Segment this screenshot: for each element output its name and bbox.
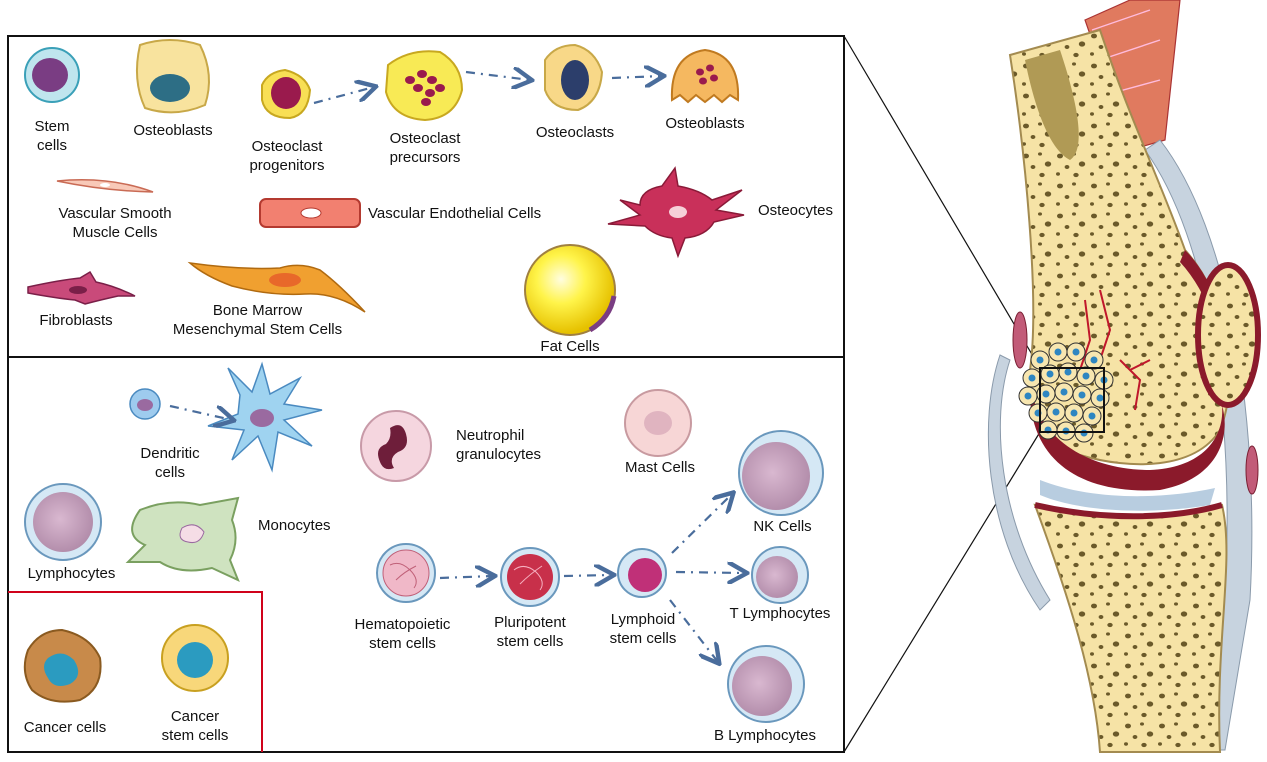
label-osteoclast-precursors: Osteoclast precursors — [370, 129, 480, 167]
vascular-smooth-muscle-icon — [56, 179, 154, 193]
label-fibroblasts: Fibroblasts — [39, 312, 113, 329]
label-stem-cells-line2: cells — [36, 137, 67, 154]
label-cancer-cells: Cancer cells — [23, 719, 107, 736]
osteocyte-icon — [607, 166, 745, 259]
pluripotent-stem-cell-icon — [500, 547, 560, 607]
label-dendritic: Dendritic cells — [120, 444, 220, 482]
arrow-lymphoid-to-nk — [671, 494, 732, 554]
zoom-line-top — [843, 35, 1041, 369]
label-pluripotent-line1: Pluripotent — [494, 614, 566, 631]
label-lymphoid: Lymphoid stem cells — [593, 610, 693, 648]
label-monocytes: Monocytes — [258, 517, 331, 534]
label-osteoclasts: Osteoclasts — [535, 124, 615, 141]
label-osteoblasts-2: Osteoblasts — [665, 115, 745, 132]
label-dendritic-line1: Dendritic — [140, 445, 200, 462]
t-lymphocyte-icon — [751, 546, 809, 604]
label-pluripotent: Pluripotent stem cells — [475, 613, 585, 651]
label-hematopoietic-line2: stem cells — [369, 635, 436, 652]
label-bmsc-line1: Bone Marrow — [212, 302, 303, 319]
osteoblast-dome-icon — [670, 48, 740, 104]
hematopoietic-stem-cell-icon — [376, 543, 436, 603]
lymphocyte-icon — [24, 483, 102, 561]
label-b-lymphocytes: B Lymphocytes — [714, 727, 816, 744]
arrow-pluripotent-to-lymphoid — [563, 575, 612, 576]
label-cancer-stem-line2: stem cells — [161, 727, 229, 744]
arrow-hematopoietic-to-pluripotent — [439, 576, 493, 578]
label-cancer-stem-line1: Cancer — [170, 708, 220, 725]
label-pluripotent-line2: stem cells — [496, 633, 564, 650]
label-bmsc: Bone Marrow Mesenchymal Stem Cells — [160, 301, 355, 339]
monocyte-icon — [125, 496, 240, 582]
fat-cell-icon — [524, 244, 617, 336]
osteoclast-precursor-icon — [384, 50, 464, 122]
b-lymphocyte-icon — [727, 645, 805, 723]
label-neutrophil-line2: granulocytes — [456, 446, 542, 463]
label-vsm-line1: Vascular Smooth — [58, 205, 172, 222]
label-dendritic-line2: cells — [154, 464, 185, 481]
cancer-region-frame — [8, 591, 263, 752]
label-osteoclast-progenitors: Osteoclast progenitors — [232, 137, 342, 175]
label-hematopoietic: Hematopoietic stem cells — [340, 615, 465, 653]
label-vsm-line2: Muscle Cells — [72, 224, 158, 241]
arrows-group — [169, 72, 745, 662]
fibroblast-icon — [27, 270, 136, 305]
label-stem-cells-line1: Stem — [34, 118, 70, 135]
arrow-dendritic — [169, 404, 232, 420]
label-mast-cells: Mast Cells — [624, 459, 695, 476]
osteoclast-icon — [544, 43, 604, 112]
label-osteoclast-precursors-line2: precursors — [389, 149, 461, 166]
label-neutrophil: Neutrophil granulocytes — [456, 426, 541, 464]
bmsc-icon — [187, 261, 366, 313]
cancer-stem-cell-icon — [161, 624, 229, 692]
label-lymphoid-line2: stem cells — [609, 630, 677, 647]
stem-cell-icon — [24, 47, 80, 103]
osteoclast-progenitor-icon — [261, 68, 312, 120]
arrow-precursor-to-osteoclast — [465, 72, 530, 80]
arrow-progenitor-to-precursor — [313, 87, 374, 105]
mast-cell-icon — [624, 389, 692, 457]
arrow-lymphoid-to-t — [675, 572, 745, 573]
label-stem-cells: Stem cells — [22, 117, 82, 155]
label-fat-cells: Fat Cells — [540, 338, 600, 355]
arrow-lymphoid-to-b — [669, 599, 718, 662]
nk-cell-icon — [738, 430, 824, 516]
label-cancer-stem-cells: Cancer stem cells — [145, 707, 245, 745]
label-bmsc-line2: Mesenchymal Stem Cells — [172, 321, 343, 338]
label-nk-cells: NK Cells — [753, 518, 812, 535]
lymphoid-stem-cell-icon — [617, 548, 667, 598]
knee-joint-illustration — [987, 0, 1261, 753]
bone-marrow-cluster — [1018, 342, 1114, 443]
osteoblast-icon — [136, 39, 210, 114]
cancer-cell-icon — [23, 628, 102, 703]
label-hematopoietic-line1: Hematopoietic — [354, 616, 451, 633]
arrow-osteoclast-to-osteoblast — [611, 76, 662, 78]
neutrophil-icon — [360, 410, 432, 482]
label-neutrophil-line1: Neutrophil — [456, 427, 525, 444]
label-osteoclast-precursors-line1: Osteoclast — [389, 130, 461, 147]
label-osteocytes: Osteocytes — [758, 202, 834, 219]
label-osteoblasts-1: Osteoblasts — [133, 122, 213, 139]
label-osteoclast-progenitors-line1: Osteoclast — [251, 138, 323, 155]
label-lymphocytes: Lymphocytes — [27, 565, 116, 582]
dendritic-cell-large-icon — [207, 361, 323, 473]
label-lymphoid-line1: Lymphoid — [610, 611, 676, 628]
label-osteoclast-progenitors-line2: progenitors — [249, 157, 325, 174]
label-vascular-endothelial: Vascular Endothelial Cells — [368, 205, 542, 222]
vascular-endothelial-icon — [259, 198, 361, 228]
dendritic-cell-small-icon — [129, 388, 161, 420]
bottom-panel-frame — [7, 356, 845, 753]
zoom-line-bottom — [843, 431, 1041, 753]
label-vascular-smooth-muscle: Vascular Smooth Muscle Cells — [40, 204, 190, 242]
label-t-lymphocytes: T Lymphocytes — [729, 605, 831, 622]
